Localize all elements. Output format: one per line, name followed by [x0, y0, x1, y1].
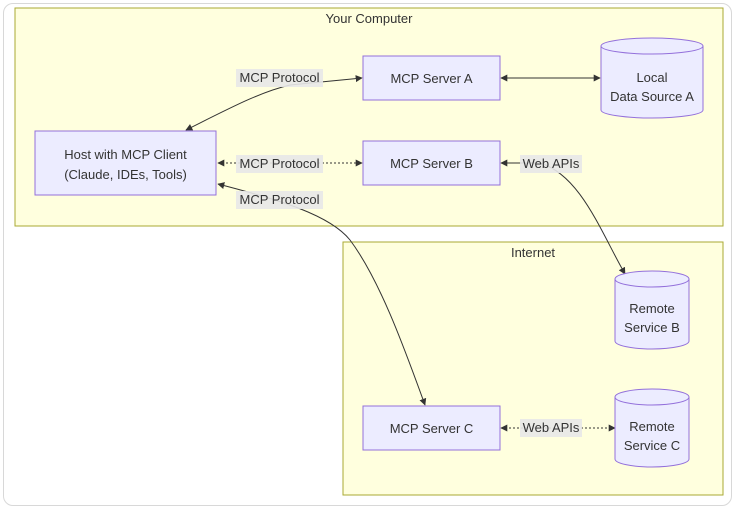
svg-text:Local: Local: [636, 70, 667, 85]
node-host-line2: (Claude, IDEs, Tools): [64, 167, 187, 182]
edge-label-web-apis-c: Web APIs: [520, 419, 582, 437]
group-title-internet: Internet: [511, 245, 555, 260]
svg-text:MCP Server B: MCP Server B: [390, 156, 473, 171]
node-server-a[interactable]: MCP Server A: [362, 55, 501, 101]
svg-text:MCP Protocol: MCP Protocol: [240, 192, 320, 207]
node-server-c[interactable]: MCP Server C: [362, 405, 501, 451]
edge-label-mcp-protocol-c: MCP Protocol: [236, 191, 323, 209]
svg-text:Web APIs: Web APIs: [523, 420, 580, 435]
edge-label-mcp-protocol-b: MCP Protocol: [236, 155, 323, 173]
svg-text:Service C: Service C: [624, 438, 680, 453]
node-local-data-source-a[interactable]: Local Data Source A: [600, 37, 704, 119]
svg-text:MCP Protocol: MCP Protocol: [240, 70, 320, 85]
svg-text:Remote: Remote: [629, 301, 675, 316]
edge-label-mcp-protocol-a: MCP Protocol: [236, 69, 323, 87]
node-remote-service-c[interactable]: Remote Service C: [614, 388, 690, 468]
svg-text:MCP Protocol: MCP Protocol: [240, 156, 320, 171]
node-host[interactable]: Host with MCP Client (Claude, IDEs, Tool…: [34, 130, 217, 196]
svg-text:MCP Server A: MCP Server A: [390, 71, 472, 86]
node-remote-service-b[interactable]: Remote Service B: [614, 270, 690, 350]
svg-text:Web APIs: Web APIs: [523, 156, 580, 171]
node-server-b[interactable]: MCP Server B: [362, 140, 501, 186]
edge-label-web-apis-b: Web APIs: [520, 155, 582, 173]
svg-text:MCP Server C: MCP Server C: [390, 421, 474, 436]
svg-text:Data Source A: Data Source A: [610, 89, 694, 104]
group-title-your-computer: Your Computer: [326, 11, 414, 26]
node-host-line1: Host with MCP Client: [64, 147, 187, 162]
svg-text:Service B: Service B: [624, 320, 680, 335]
svg-text:Remote: Remote: [629, 419, 675, 434]
